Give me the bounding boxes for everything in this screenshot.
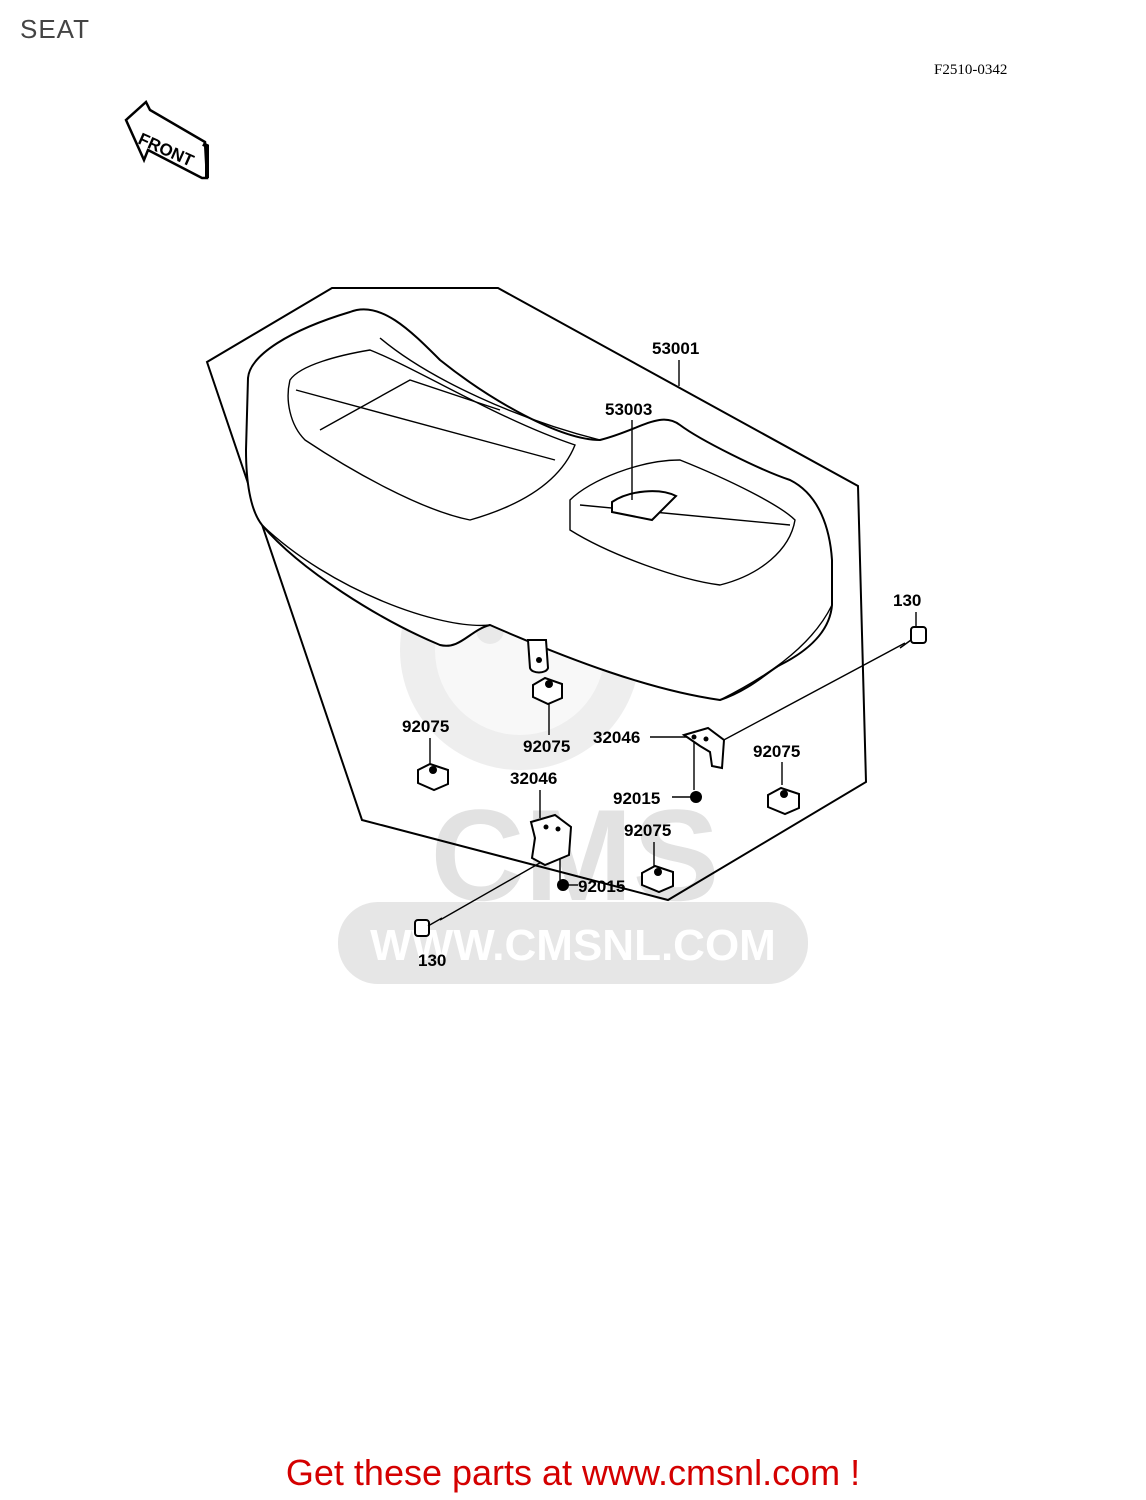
bolt-icon-left <box>414 917 443 937</box>
callout-92075-lower: 92075 <box>624 821 671 840</box>
bolt-icon-right <box>899 626 927 649</box>
callout-32046-left: 32046 <box>510 769 557 788</box>
callout-32046-right: 32046 <box>593 728 640 747</box>
damper-icon-d <box>641 864 674 894</box>
bracket-icon-a <box>681 726 726 770</box>
damper-icon-c <box>767 786 800 816</box>
callout-130-right: 130 <box>893 591 921 610</box>
watermark-url: WWW.CMSNL.COM <box>370 921 776 970</box>
nut-icon-a <box>690 791 702 803</box>
callout-130-left: 130 <box>418 951 446 970</box>
seat-icon <box>244 308 833 702</box>
parts-diagram: CMS WWW.CMSNL.COM FRONT <box>124 99 927 984</box>
page-title: SEAT <box>20 14 90 44</box>
bracket-icon-b <box>529 813 573 867</box>
callout-92075-center: 92075 <box>523 737 570 756</box>
callout-53003: 53003 <box>605 400 652 419</box>
callout-92015-right: 92015 <box>613 789 660 808</box>
callout-92015-left: 92015 <box>578 877 625 896</box>
nut-icon-b <box>557 879 569 891</box>
callout-92075-left: 92075 <box>402 717 449 736</box>
callout-53001: 53001 <box>652 339 699 358</box>
get-parts-link[interactable]: Get these parts at www.cmsnl.com ! <box>285 1452 861 1493</box>
front-arrow-icon: FRONT <box>124 99 209 180</box>
assembly-outline <box>205 287 868 902</box>
callout-92075-right: 92075 <box>753 742 800 761</box>
leader-lines <box>429 360 917 921</box>
damper-icon-a <box>532 676 563 706</box>
damper-icon-b <box>417 762 449 792</box>
figure-code: F2510-0342 <box>934 62 1008 78</box>
